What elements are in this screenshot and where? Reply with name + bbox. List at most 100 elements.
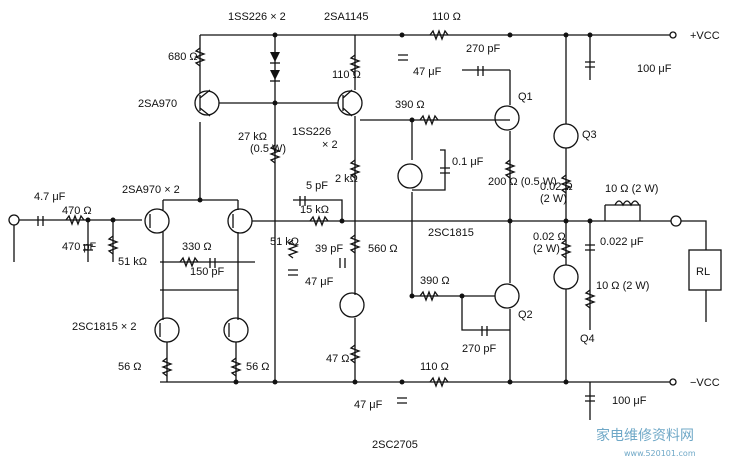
label-c-270pf-top: 270 pF xyxy=(466,43,501,55)
label-r-top-110: 110 Ω xyxy=(432,11,461,23)
label-rl: RL xyxy=(696,266,710,278)
cap-47uf-top xyxy=(398,54,408,61)
watermark-url: www.520101.com xyxy=(624,449,696,458)
resistor-15k xyxy=(309,215,329,227)
label-q-top: 2SA1145 xyxy=(324,11,368,23)
cap-100uf-top xyxy=(585,61,595,68)
resistors xyxy=(65,29,596,388)
transistor-2sc2705 xyxy=(339,292,365,318)
transistor-2sa970 xyxy=(194,90,220,116)
resistor-51k xyxy=(107,235,119,255)
label-minus-vcc: −VCC xyxy=(690,377,720,389)
label-c-47uf-in: 4.7 μF xyxy=(34,191,66,203)
label-r-10-top: 10 Ω (2 W) xyxy=(605,183,658,195)
cap-270pf-bot xyxy=(481,326,488,336)
resistor-390-top xyxy=(419,114,439,126)
resistor-470 xyxy=(65,214,85,226)
transistor-q2 xyxy=(494,283,520,309)
label-r-15k: 15 kΩ xyxy=(300,204,329,216)
label-diodes-top: 1SS226 × 2 xyxy=(228,11,286,23)
resistor-110-bot xyxy=(429,376,449,388)
label-q-2sa970: 2SA970 xyxy=(138,98,177,110)
cap-150pf xyxy=(209,258,216,268)
input-transistors xyxy=(144,35,579,343)
label-r-002-top-power: (2 W) xyxy=(540,193,567,205)
resistor-110-top xyxy=(429,29,449,41)
label-r-200: 200 Ω (0.5 W) xyxy=(488,176,557,188)
label-c-100uf-top: 100 μF xyxy=(637,63,672,75)
label-pair-2sa970: 2SA970 × 2 xyxy=(122,184,180,196)
watermark-cn: 家电维修资料网 xyxy=(596,427,694,444)
label-r-390-top: 390 Ω xyxy=(395,99,425,111)
capacitors xyxy=(37,54,640,404)
label-plus-vcc: +VCC xyxy=(690,30,720,42)
cap-47uf-bot xyxy=(397,397,407,404)
label-r-51k: 51 kΩ xyxy=(118,256,147,268)
label-q-2sc1815: 2SC1815 xyxy=(428,227,474,239)
label-r-27k-power: (0.5 W) xyxy=(250,143,286,155)
resistor-27k xyxy=(269,144,281,164)
transistor-2sc1815-a xyxy=(154,317,180,343)
resistor-56-l xyxy=(161,357,173,377)
label-q4: Q4 xyxy=(580,333,595,345)
label-r-27k: 27 kΩ xyxy=(238,131,267,143)
input-jack-icon xyxy=(8,214,20,226)
label-r-002-top: 0.02 Ω xyxy=(540,181,573,193)
label-r-56-r: 56 Ω xyxy=(246,361,270,373)
label-c-150pf: 150 pF xyxy=(190,266,225,278)
label-q-2sc2705: 2SC2705 xyxy=(372,439,418,451)
label-r-10-bot: 10 Ω (2 W) xyxy=(596,280,649,292)
cap-47uf-mid xyxy=(288,269,298,276)
cap-5pf xyxy=(299,196,306,206)
cap-39pf xyxy=(339,258,346,268)
label-r-110-small: 110 Ω xyxy=(332,69,361,81)
load-resistor xyxy=(688,249,722,291)
resistor-680 xyxy=(194,47,206,67)
transistor-2sa970-b xyxy=(227,208,253,234)
transistor-q3 xyxy=(553,123,579,149)
diode-icon xyxy=(270,70,280,80)
label-pair-2sc1815: 2SC1815 × 2 xyxy=(72,321,137,333)
label-c-470pf: 470 pF xyxy=(62,241,97,253)
resistor-330 xyxy=(179,256,199,268)
label-c-0022uf: 0.022 μF xyxy=(600,236,644,248)
label-r-560: 560 Ω xyxy=(368,243,398,255)
label-r-390-bot: 390 Ω xyxy=(420,275,450,287)
label-r-51k-b: 51 kΩ xyxy=(270,236,299,248)
label-r-002-bot-power: (2 W) xyxy=(533,243,560,255)
resistor-2k xyxy=(349,159,361,179)
minus-vcc-terminal xyxy=(669,378,677,386)
label-c-270pf-bot: 270 pF xyxy=(462,343,497,355)
label-c-47uf-mid: 47 μF xyxy=(305,276,334,288)
transistor-2sc1815 xyxy=(397,163,423,189)
resistor-390-bot xyxy=(419,290,439,302)
label-r-2k: 2 kΩ xyxy=(335,173,358,185)
label-r-56-l: 56 Ω xyxy=(118,361,142,373)
transistor-2sc1815-b xyxy=(223,317,249,343)
label-c-47uf-top: 47 μF xyxy=(413,66,442,78)
cap-0.022uf xyxy=(585,244,595,251)
label-r-002-bot: 0.02 Ω xyxy=(533,231,566,243)
label-r-470: 470 Ω xyxy=(62,205,92,217)
transistor-2sa1145 xyxy=(337,90,363,116)
cap-4.7uf xyxy=(37,216,44,226)
wiring xyxy=(8,32,722,420)
plus-vcc-terminal xyxy=(669,31,677,39)
label-r-330: 330 Ω xyxy=(182,241,212,253)
resistor-200 xyxy=(504,159,516,179)
resistor-110-a xyxy=(349,54,361,74)
label-diode-mid: 1SS226 xyxy=(292,126,331,138)
label-diode-mid-count: × 2 xyxy=(322,139,338,151)
resistor-10-bot xyxy=(584,289,596,309)
cap-470pf xyxy=(83,244,93,251)
resistor-56-r xyxy=(230,357,242,377)
cap-270pf-top xyxy=(477,66,484,76)
resistor-560 xyxy=(349,234,361,254)
output-jack-icon xyxy=(670,215,682,227)
label-r-680: 680 Ω xyxy=(168,51,198,63)
resistor-002-bot xyxy=(560,239,572,259)
label-c-01uf: 0.1 μF xyxy=(452,156,484,168)
label-c-100uf-bot: 100 μF xyxy=(612,395,647,407)
label-r-110-bot: 110 Ω xyxy=(420,361,449,373)
